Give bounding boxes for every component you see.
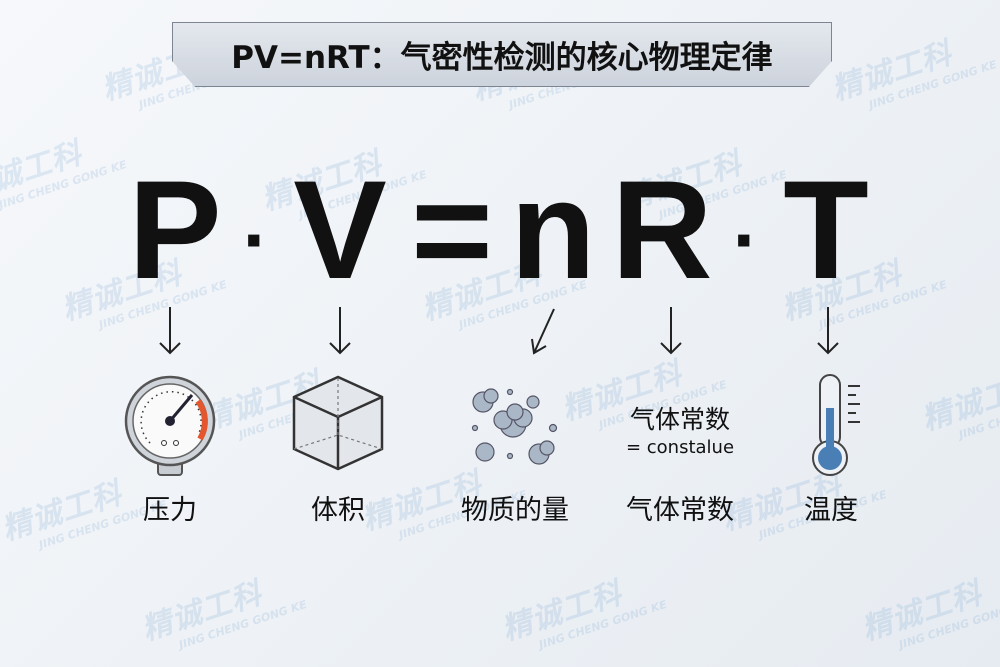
page-title: PV=nRT：气密性检测的核心物理定律 — [231, 40, 773, 76]
pressure-gauge-icon — [124, 375, 216, 476]
title-banner: PV=nRT：气密性检测的核心物理定律 — [172, 22, 832, 87]
arrow-down-icon — [660, 307, 682, 355]
formula-R: R — [611, 151, 713, 308]
label-gas-constant: 气体常数 — [626, 495, 734, 526]
arrow-down-icon — [329, 307, 351, 355]
formula-P: P — [128, 151, 222, 308]
arrow-down-icon — [817, 307, 839, 355]
formula-dot: · — [242, 195, 270, 284]
molecules-icon — [471, 388, 558, 465]
label-volume: 体积 — [311, 495, 365, 526]
thermometer-icon — [812, 374, 860, 476]
label-amount-of-substance: 物质的量 — [461, 495, 569, 526]
formula-equals: = — [411, 151, 493, 308]
label-temperature: 温度 — [804, 495, 858, 526]
arrow-diagonal-icon — [531, 308, 555, 355]
arrow-down-icon — [159, 307, 181, 355]
formula-dot: · — [732, 195, 760, 284]
cube-icon — [292, 375, 384, 471]
formula-V: V — [293, 151, 387, 308]
gas-constant-heading: 气体常数 — [629, 405, 731, 434]
label-pressure: 压力 — [143, 495, 197, 526]
formula-T: T — [783, 151, 869, 308]
formula-n: n — [510, 151, 596, 308]
gas-constant-note: = constalue — [625, 437, 735, 458]
